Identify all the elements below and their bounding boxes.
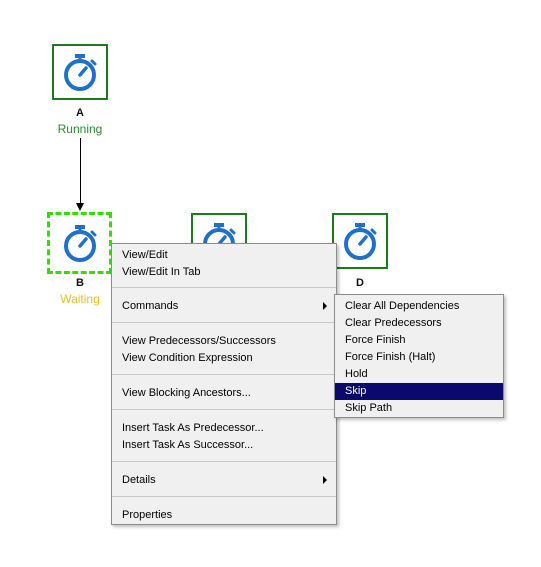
submenu-item-force-finish[interactable]: Force Finish — [345, 334, 406, 346]
menu-separator — [112, 409, 336, 410]
submenu-item-clear-predecessors[interactable]: Clear Predecessors — [345, 317, 442, 329]
stopwatch-icon — [63, 225, 96, 262]
submenu-arrow-icon — [323, 476, 327, 484]
menu-item-view-condition-expression[interactable]: View Condition Expression — [122, 352, 253, 364]
menu-item-commands-label: Commands — [122, 300, 179, 312]
menu-item-details[interactable]: Details — [112, 472, 336, 489]
dependency-connector — [80, 138, 81, 204]
task-node-a-label: A — [76, 107, 84, 119]
task-node-b[interactable] — [47, 212, 112, 274]
menu-separator — [112, 287, 336, 288]
menu-item-view-blocking-ancestors[interactable]: View Blocking Ancestors... — [122, 387, 251, 399]
task-node-b-status: Waiting — [60, 292, 100, 306]
task-node-a-status: Running — [57, 122, 103, 136]
submenu-item-skip[interactable]: Skip — [335, 383, 503, 400]
menu-item-insert-task-as-successor[interactable]: Insert Task As Successor... — [122, 439, 254, 451]
menu-item-properties[interactable]: Properties — [122, 509, 173, 521]
menu-separator — [112, 374, 336, 375]
task-node-d[interactable] — [332, 213, 388, 269]
menu-item-details-label: Details — [122, 474, 156, 486]
context-menu: View/Edit View/Edit In Tab Commands View… — [111, 243, 337, 525]
submenu-item-hold[interactable]: Hold — [345, 368, 368, 380]
menu-separator — [112, 461, 336, 462]
task-node-d-label: D — [356, 277, 364, 289]
task-node-b-label: B — [76, 277, 84, 289]
menu-item-commands[interactable]: Commands — [112, 298, 336, 315]
dependency-arrowhead — [76, 203, 84, 211]
task-node-a[interactable] — [52, 44, 108, 100]
menu-item-insert-task-as-predecessor[interactable]: Insert Task As Predecessor... — [122, 422, 264, 434]
commands-submenu: Clear All Dependencies Clear Predecessor… — [334, 294, 504, 418]
menu-separator — [112, 496, 336, 497]
stopwatch-icon — [64, 54, 97, 91]
submenu-arrow-icon — [323, 302, 327, 310]
menu-item-view-predecessors-successors[interactable]: View Predecessors/Successors — [122, 335, 276, 347]
menu-item-view-edit[interactable]: View/Edit — [122, 249, 168, 261]
submenu-item-clear-all-dependencies[interactable]: Clear All Dependencies — [345, 300, 460, 312]
submenu-item-skip-path[interactable]: Skip Path — [345, 402, 393, 414]
menu-separator — [112, 322, 336, 323]
submenu-item-force-finish-halt[interactable]: Force Finish (Halt) — [345, 351, 436, 363]
stopwatch-icon — [344, 223, 377, 260]
menu-item-view-edit-in-tab[interactable]: View/Edit In Tab — [122, 266, 201, 278]
